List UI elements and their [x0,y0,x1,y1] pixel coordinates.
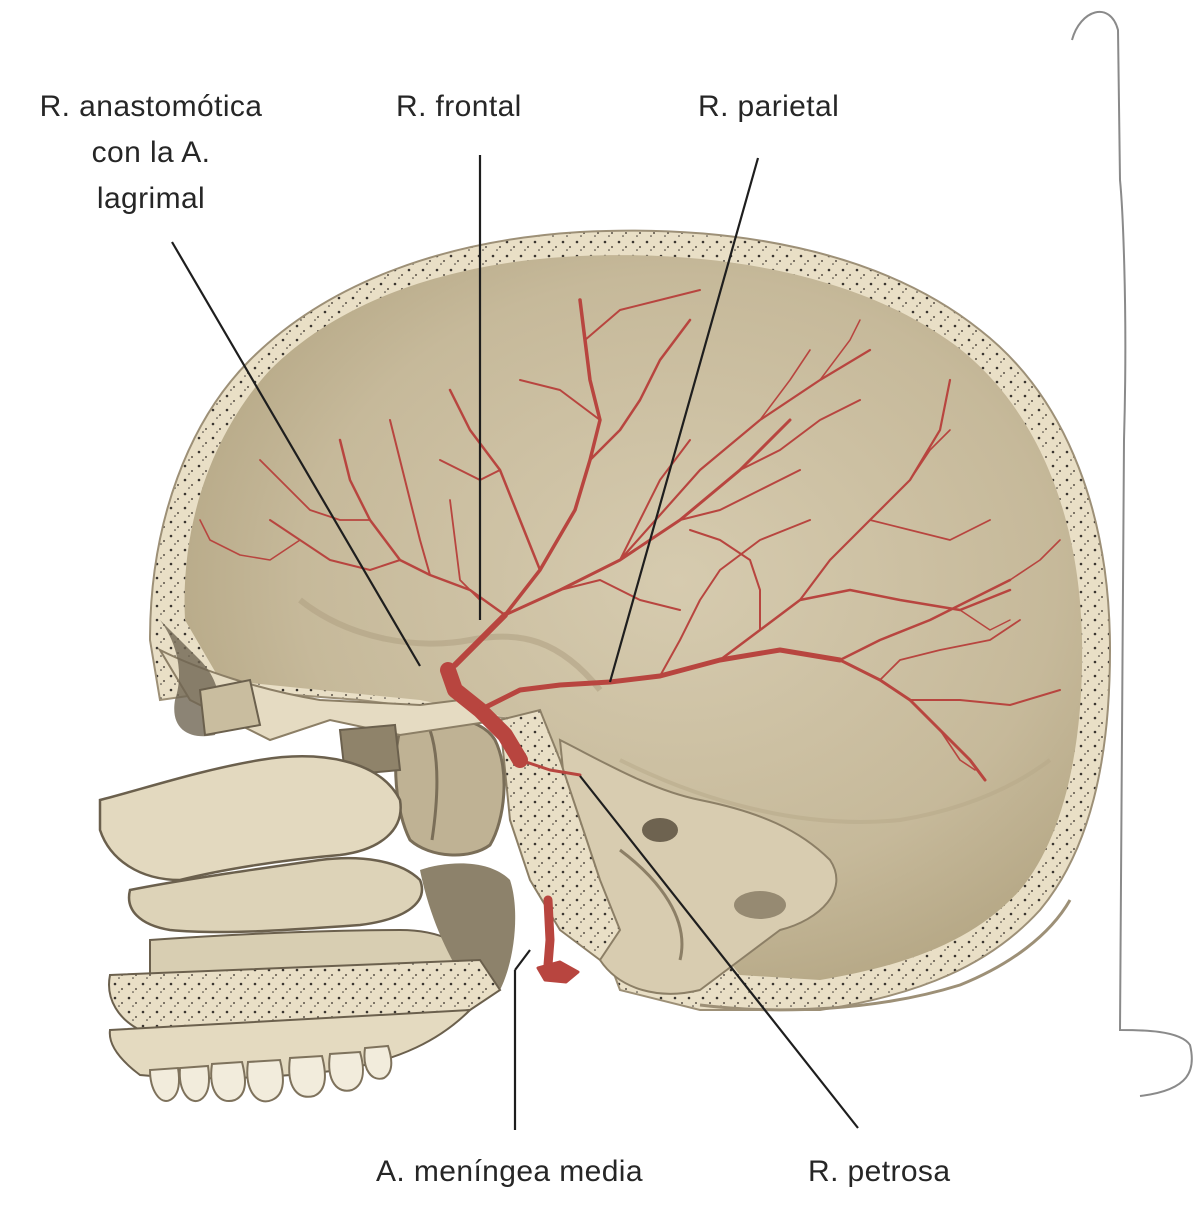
leader-lines [171,155,859,1130]
nasal-conchae [98,755,402,882]
vault-interior [184,255,1083,980]
label-r-petrosa: R. petrosa [808,1155,951,1188]
label-r-anastomotica-line-3: lagrimal [96,182,206,215]
leader-line-petrosa [579,775,859,1129]
frame-line [1071,10,1193,1097]
label-r-anastomotica-line-2: con la A. [91,136,211,169]
label-r-anastomotica: R. anastomótica con la A. lagrimal [20,84,282,222]
middle-meningeal-artery [199,289,1061,984]
label-a-meningea-media: A. meníngea media [376,1155,643,1188]
sphenoid-sinus [394,716,506,857]
label-r-parietal: R. parietal [698,90,840,123]
leader-line-anastomotica [171,241,421,667]
leader-line-meningea-tick [514,949,531,971]
leader-line-parietal [608,157,760,683]
teeth [148,1044,393,1103]
label-r-anastomotica-line-1: R. anastomótica [39,90,263,123]
sphenoid-body [498,708,622,962]
hard-palate [108,958,502,1032]
label-r-frontal: R. frontal [396,90,522,123]
